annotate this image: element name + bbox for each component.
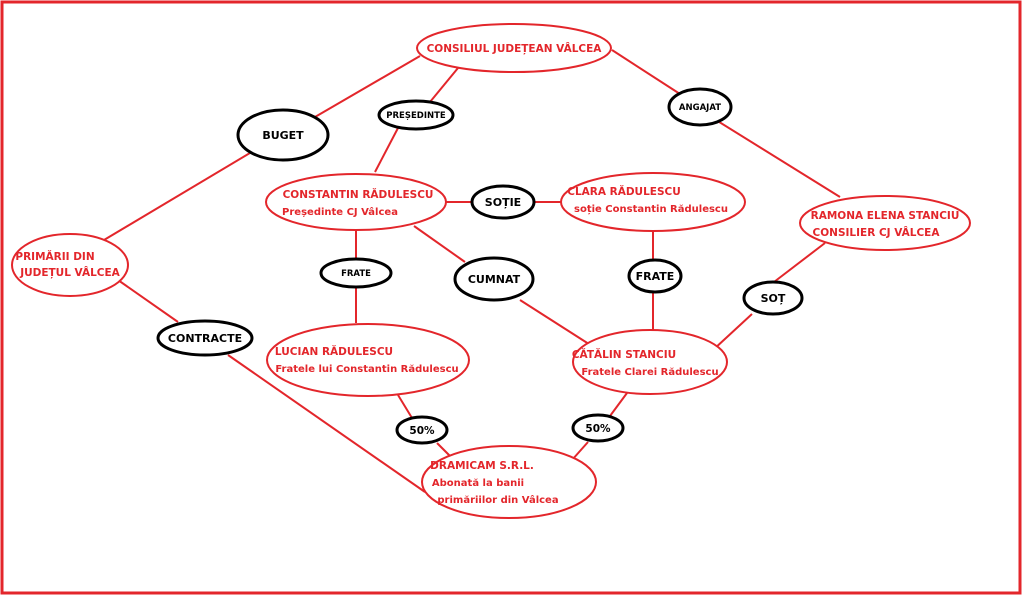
node-clara-role: soție Constantin Rădulescu	[574, 204, 728, 215]
node-consiliu-title: CONSILIUL JUDEȚEAN VÂLCEA	[427, 42, 603, 55]
rel-buget-label: BUGET	[262, 129, 304, 142]
edge-catalin-share	[609, 392, 628, 417]
rel-frate-right-label: FRATE	[636, 270, 675, 283]
node-catalin: CĂTĂLIN STANCIU Fratele Clarei Rădulescu	[572, 329, 728, 395]
rel-cumnat-label: CUMNAT	[468, 273, 521, 286]
rel-frate-left: FRATE	[319, 257, 393, 289]
edge-share-dramicam	[436, 442, 451, 457]
rel-share-right-label: 50%	[585, 423, 611, 435]
edge-share-dramicam-right	[571, 441, 589, 461]
node-catalin-name: CĂTĂLIN STANCIU	[572, 348, 676, 361]
rel-angajat-label: ANGAJAT	[679, 103, 721, 113]
node-primarii-line2: JUDEȚUL VÂLCEA	[19, 266, 120, 279]
node-ramona-role: CONSILIER CJ VÂLCEA	[813, 226, 941, 239]
node-dramicam-line3: primăriilor din Vâlcea	[437, 494, 558, 506]
node-constantin: CONSTANTIN RĂDULESCU Președinte CJ Vâlce…	[265, 173, 447, 231]
node-primarii: PRIMĂRII DIN JUDEȚUL VÂLCEA	[11, 233, 129, 297]
node-lucian-role: Fratele lui Constantin Rădulescu	[275, 364, 458, 375]
edge-consiliu-presedinte	[429, 67, 459, 103]
rel-presedinte-label: PREȘEDINTE	[386, 111, 446, 121]
edge-constantin-cumnat	[413, 225, 466, 263]
rel-frate-left-label: FRATE	[341, 269, 371, 279]
edge-cumnat-catalin	[519, 299, 593, 347]
edge-consiliu-buget	[314, 55, 421, 118]
node-constantin-role: Președinte CJ Vâlcea	[282, 206, 398, 218]
node-catalin-role: Fratele Clarei Rădulescu	[581, 367, 718, 378]
node-clara: CLARA RĂDULESCU soție Constantin Rădules…	[560, 172, 746, 232]
node-lucian: LUCIAN RĂDULESCU Fratele lui Constantin …	[266, 323, 470, 397]
node-clara-name: CLARA RĂDULESCU	[567, 185, 681, 198]
rel-share-left: 50%	[395, 415, 449, 445]
rel-buget: BUGET	[236, 108, 330, 162]
edge-angajat-ramona	[715, 119, 841, 198]
rel-sotie: SOȚIE	[470, 184, 536, 220]
edge-contracte-dramicam	[227, 354, 426, 493]
edge-ramona-sot	[773, 242, 826, 283]
rel-share-right: 50%	[571, 413, 625, 443]
rel-share-left-label: 50%	[409, 425, 435, 437]
rel-sot: SOȚ	[742, 280, 804, 316]
edge-buget-primarii	[103, 149, 256, 241]
edge-lucian-share	[397, 394, 413, 419]
rel-sot-label: SOȚ	[761, 292, 786, 305]
node-ramona: RAMONA ELENA STANCIU CONSILIER CJ VÂLCEA	[799, 195, 971, 251]
rel-frate-right: FRATE	[627, 258, 683, 294]
node-dramicam-name: DRAMICAM S.R.L.	[430, 460, 534, 472]
edge-presedinte-constantin	[374, 127, 399, 173]
rel-contracte-label: CONTRACTE	[168, 332, 242, 345]
rel-sotie-label: SOȚIE	[485, 196, 521, 209]
node-constantin-name: CONSTANTIN RĂDULESCU	[283, 188, 434, 201]
rel-presedinte: PREȘEDINTE	[377, 99, 455, 131]
rel-contracte: CONTRACTE	[156, 319, 254, 357]
node-consiliu: CONSILIUL JUDEȚEAN VÂLCEA	[416, 23, 612, 73]
node-lucian-name: LUCIAN RĂDULESCU	[275, 345, 393, 358]
edge-consiliu-angajat	[611, 49, 681, 95]
node-dramicam: DRAMICAM S.R.L. Abonată la banii primări…	[421, 445, 597, 519]
edge-sot-catalin	[712, 313, 753, 351]
node-ramona-name: RAMONA ELENA STANCIU	[811, 210, 960, 222]
rel-angajat: ANGAJAT	[667, 87, 733, 127]
node-primarii-line1: PRIMĂRII DIN	[15, 250, 94, 263]
edges	[103, 49, 841, 493]
rel-cumnat: CUMNAT	[453, 256, 535, 302]
node-dramicam-line2: Abonată la banii	[432, 478, 524, 489]
edge-primarii-contracte	[117, 279, 179, 323]
